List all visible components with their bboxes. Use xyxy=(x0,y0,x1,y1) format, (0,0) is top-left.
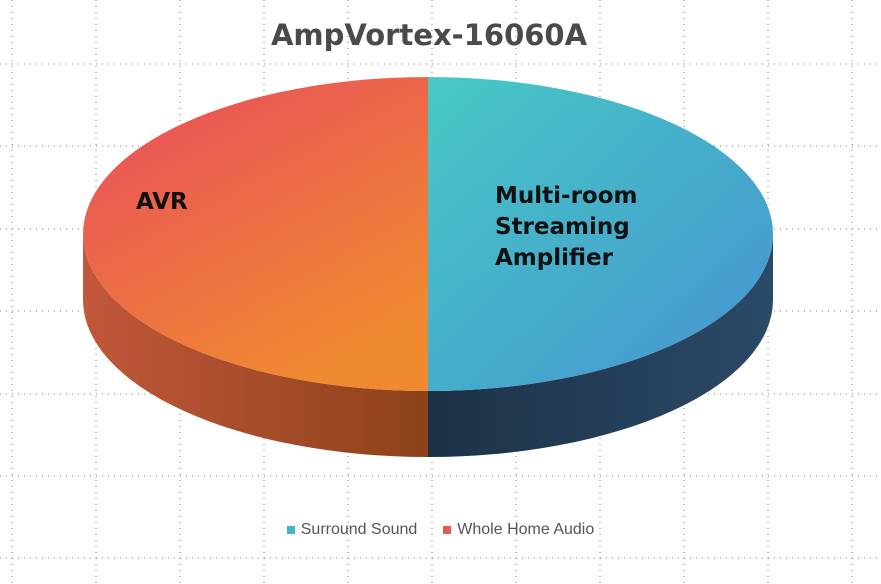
pie-slice-whole-home-audio xyxy=(83,77,428,391)
legend-label-whole-home-audio: Whole Home Audio xyxy=(457,521,595,538)
legend-swatch-whole-home-audio xyxy=(443,526,452,534)
chart-legend: Surround Sound Whole Home Audio xyxy=(0,521,881,539)
slice-label-whole-home-audio: AVR xyxy=(136,189,188,215)
pie-slice-side-whole-home-audio xyxy=(83,234,428,457)
legend-label-surround-sound: Surround Sound xyxy=(300,521,418,538)
legend-item-surround-sound: Surround Sound xyxy=(286,521,418,539)
pie-slice-surround-sound xyxy=(428,77,773,391)
legend-swatch-surround-sound xyxy=(286,526,295,534)
legend-item-whole-home-audio: Whole Home Audio xyxy=(443,521,594,539)
chart-title: AmpVortex-16060A xyxy=(270,18,588,52)
pie-slice-side-surround-sound xyxy=(428,234,773,457)
